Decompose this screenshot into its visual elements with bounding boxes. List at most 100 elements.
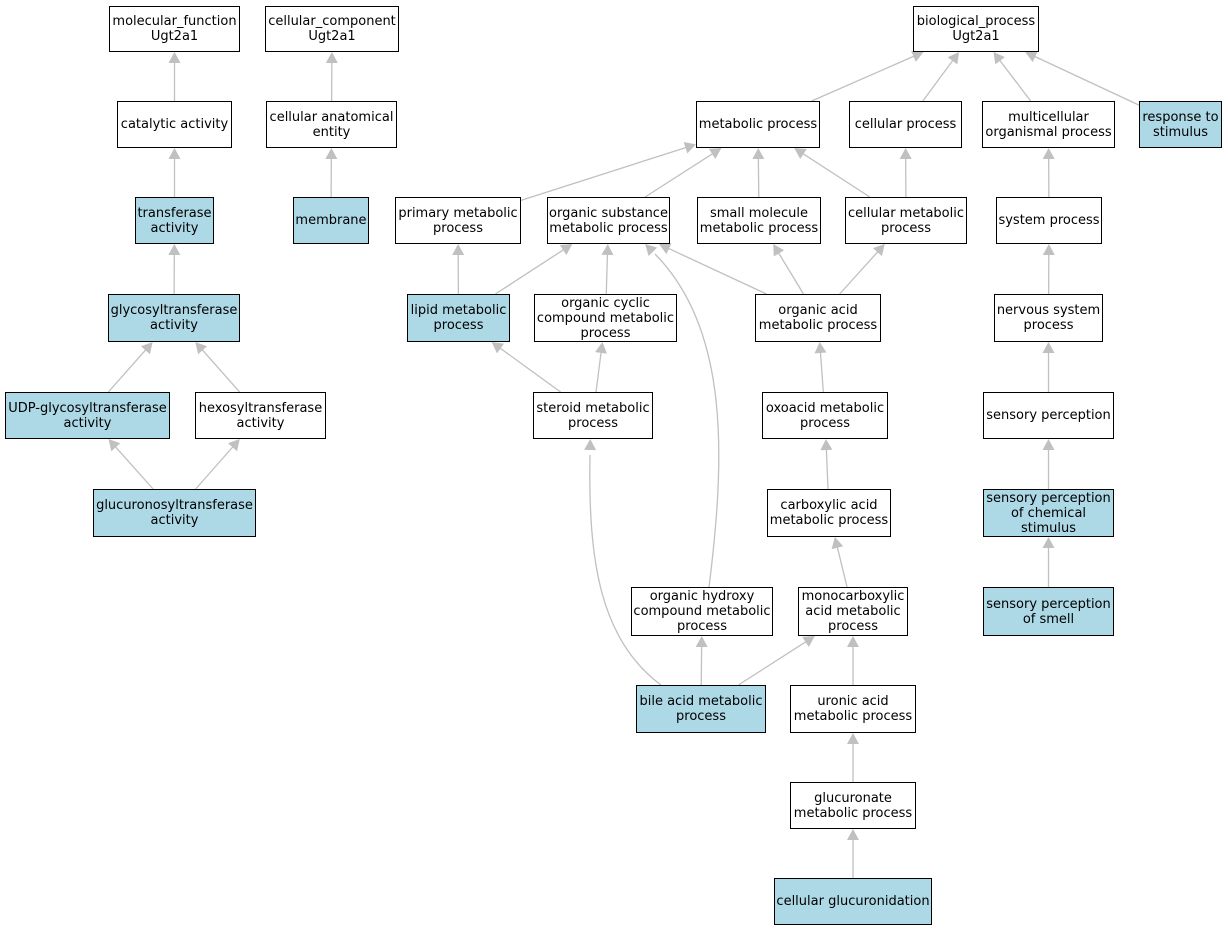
go-term-label: hexosyltransferase [198, 400, 323, 416]
edge-line-cellular-to-bp [922, 59, 954, 102]
go-term-label: UDP-glycosyltransferase [8, 400, 167, 416]
arrowhead-glycosyl-to-transferase [168, 244, 181, 256]
go-term-node-catalytic[interactable]: catalytic activity [117, 101, 232, 148]
go-term-label: primary metabolic [398, 205, 518, 221]
edge-cellmet-to-cellular [899, 148, 912, 198]
go-term-label: process [1023, 318, 1074, 333]
go-term-label: Ugt2a1 [952, 29, 1000, 44]
go-term-label: cellular metabolic [848, 205, 964, 221]
edge-metabolic-to-bp [811, 50, 924, 102]
arrowhead-carboxylic-to-oxoacid [820, 439, 833, 451]
go-term-node-sensory[interactable]: sensory perception [983, 392, 1114, 439]
edge-line-orgacid-to-smallmol [777, 252, 805, 295]
go-term-node-cellular[interactable]: cellular process [849, 101, 962, 148]
edge-membrane-to-cae [325, 148, 338, 198]
edge-hexosyl-to-glycosyl [195, 342, 241, 393]
arrowhead-system-to-multicell [1042, 148, 1055, 160]
go-term-label: activity [150, 220, 199, 236]
go-term-label: multicellular [1008, 109, 1089, 125]
arrowhead-cyclic-to-organicsub [601, 244, 614, 256]
edge-carboxylic-to-oxoacid [820, 439, 833, 490]
arrowhead-steroid-to-cyclic [595, 342, 607, 354]
edge-transferase-to-catalytic [168, 148, 181, 197]
go-term-label: metabolic process [758, 318, 878, 333]
go-term-label: oxoacid metabolic [765, 400, 885, 416]
go-term-label: nervous system [996, 303, 1101, 318]
arrowhead-hexosyl-to-glycosyl [195, 342, 208, 355]
go-term-label: process [881, 220, 931, 236]
arrowhead-orgacid-to-cellmet [872, 244, 885, 257]
edge-line-carboxylic-to-oxoacid [825, 448, 829, 490]
go-term-label: Ugt2a1 [308, 29, 356, 44]
edge-line-hexosyl-to-glycosyl [201, 349, 241, 393]
edge-monocarb-to-carboxylic [831, 537, 848, 588]
go-term-label: cellular anatomical [269, 109, 394, 125]
go-term-label: glycosyltransferase [110, 303, 238, 318]
edge-cyclic-to-organicsub [601, 244, 614, 295]
go-term-label: process [800, 415, 850, 431]
edge-smallmol-to-metabolic [752, 148, 765, 198]
go-term-node-glucuronidation[interactable]: cellular glucuronidation [774, 878, 932, 925]
arrowhead-nervous-to-system [1042, 244, 1055, 256]
go-term-node-system[interactable]: system process [996, 197, 1102, 244]
go-term-node-membrane[interactable]: membrane [293, 197, 369, 244]
go-term-label: glucuronosyltransferase [96, 498, 253, 513]
go-term-label: biological_process [916, 14, 1036, 29]
arrowhead-primary-to-metabolic [683, 141, 696, 154]
go-term-label: transferase [137, 205, 212, 221]
arrowhead-glucuronosyl-to-hexosyl [227, 439, 240, 452]
arrowhead-glucuronidation-to-glucuronate [847, 829, 859, 840]
go-term-label: stimulus [1020, 520, 1076, 536]
go-term-label: process [676, 709, 726, 724]
edge-line-steroid-to-cyclic [595, 351, 602, 393]
go-term-label: process [433, 220, 483, 236]
go-term-label: molecular_function [112, 14, 237, 29]
go-term-label: metabolic process [549, 220, 668, 236]
arrowhead-response-to-bp [1025, 51, 1038, 63]
go-term-label: metabolic process [769, 513, 889, 528]
arrowhead-smell-to-chemical [1042, 537, 1055, 548]
edge-line-orgacid-to-organicsub [667, 247, 767, 295]
go-term-label: process [433, 318, 484, 333]
arrowhead-steroid-to-lipid [491, 342, 505, 354]
edge-glucuronosyl-to-hexosyl [195, 439, 240, 490]
go-term-label: system process [998, 213, 1100, 228]
go-term-label: activity [236, 415, 285, 431]
go-term-label: organic acid [778, 303, 858, 318]
go-term-label: glucuronate [814, 790, 892, 806]
go-term-label: steroid metabolic [536, 400, 650, 416]
go-term-label: of chemical [1010, 505, 1087, 521]
arrowhead-transferase-to-catalytic [168, 148, 181, 159]
go-term-node-metabolic[interactable]: metabolic process [696, 101, 820, 148]
go-term-label: acid metabolic [805, 604, 901, 619]
